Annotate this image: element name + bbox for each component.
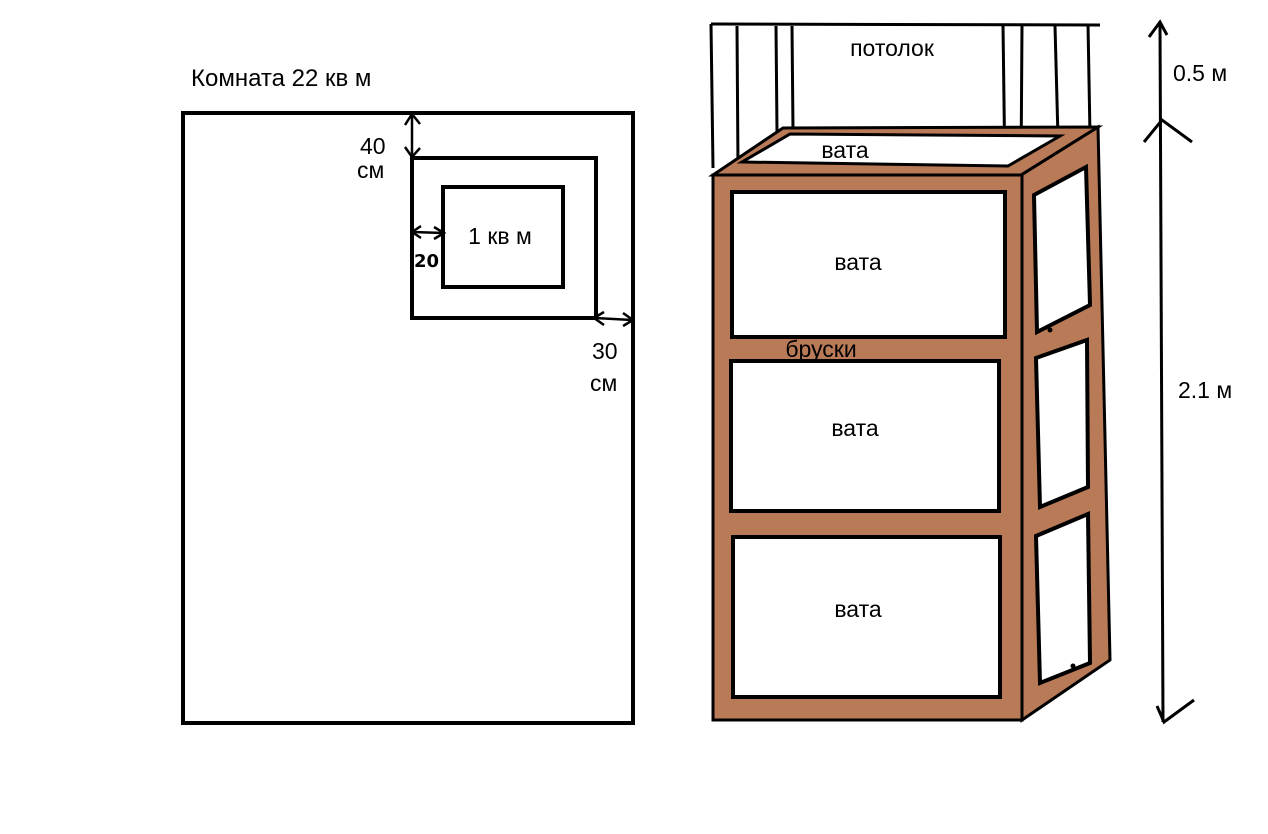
ceiling-label: потолок xyxy=(850,35,935,61)
insulation-panel-3-label: вата xyxy=(834,596,882,622)
top-insulation-label: вата xyxy=(821,137,869,163)
insulation-panel-1 xyxy=(730,190,1007,339)
insulation-panel-2-label: вата xyxy=(831,415,879,441)
room-label: Комната 22 кв м xyxy=(191,65,371,92)
frame-height: 2.1 м xyxy=(1178,377,1232,403)
height-dimension xyxy=(1142,19,1195,725)
floor-plan: Комната 22 кв м 1 кв м 40 см 30 см 20 xyxy=(181,65,636,725)
top-gap-value: 40 xyxy=(360,133,386,159)
booth-area-label: 1 кв м xyxy=(468,223,532,249)
insulation-panel-1-label: вата xyxy=(834,249,882,275)
screw-dot-1 xyxy=(1047,327,1053,333)
top-gap-arrow xyxy=(403,111,421,160)
inner-gap-value: 20 xyxy=(414,251,439,272)
beams-label: бруски xyxy=(785,336,856,362)
top-insulation xyxy=(736,132,1066,168)
room-outline xyxy=(181,111,635,725)
side-panel-3 xyxy=(1033,510,1093,686)
insulation-panel-3 xyxy=(731,535,1002,699)
booth-frame: потолок вата вата вата вата бруски xyxy=(708,22,1112,723)
top-gap-unit: см xyxy=(357,157,384,183)
screw-dot-2 xyxy=(1070,663,1076,669)
clearance-outline xyxy=(410,156,598,320)
side-gap-arrow xyxy=(591,310,636,328)
side-panel-1 xyxy=(1031,163,1093,336)
insulation-panel-2 xyxy=(729,359,1001,513)
side-gap-unit: см xyxy=(590,370,617,396)
side-gap-value: 30 xyxy=(592,338,618,364)
side-panel-2 xyxy=(1033,337,1091,510)
booth-outline xyxy=(441,185,565,289)
inner-gap-arrow xyxy=(409,224,447,241)
ceiling-gap-height: 0.5 м xyxy=(1173,60,1227,86)
